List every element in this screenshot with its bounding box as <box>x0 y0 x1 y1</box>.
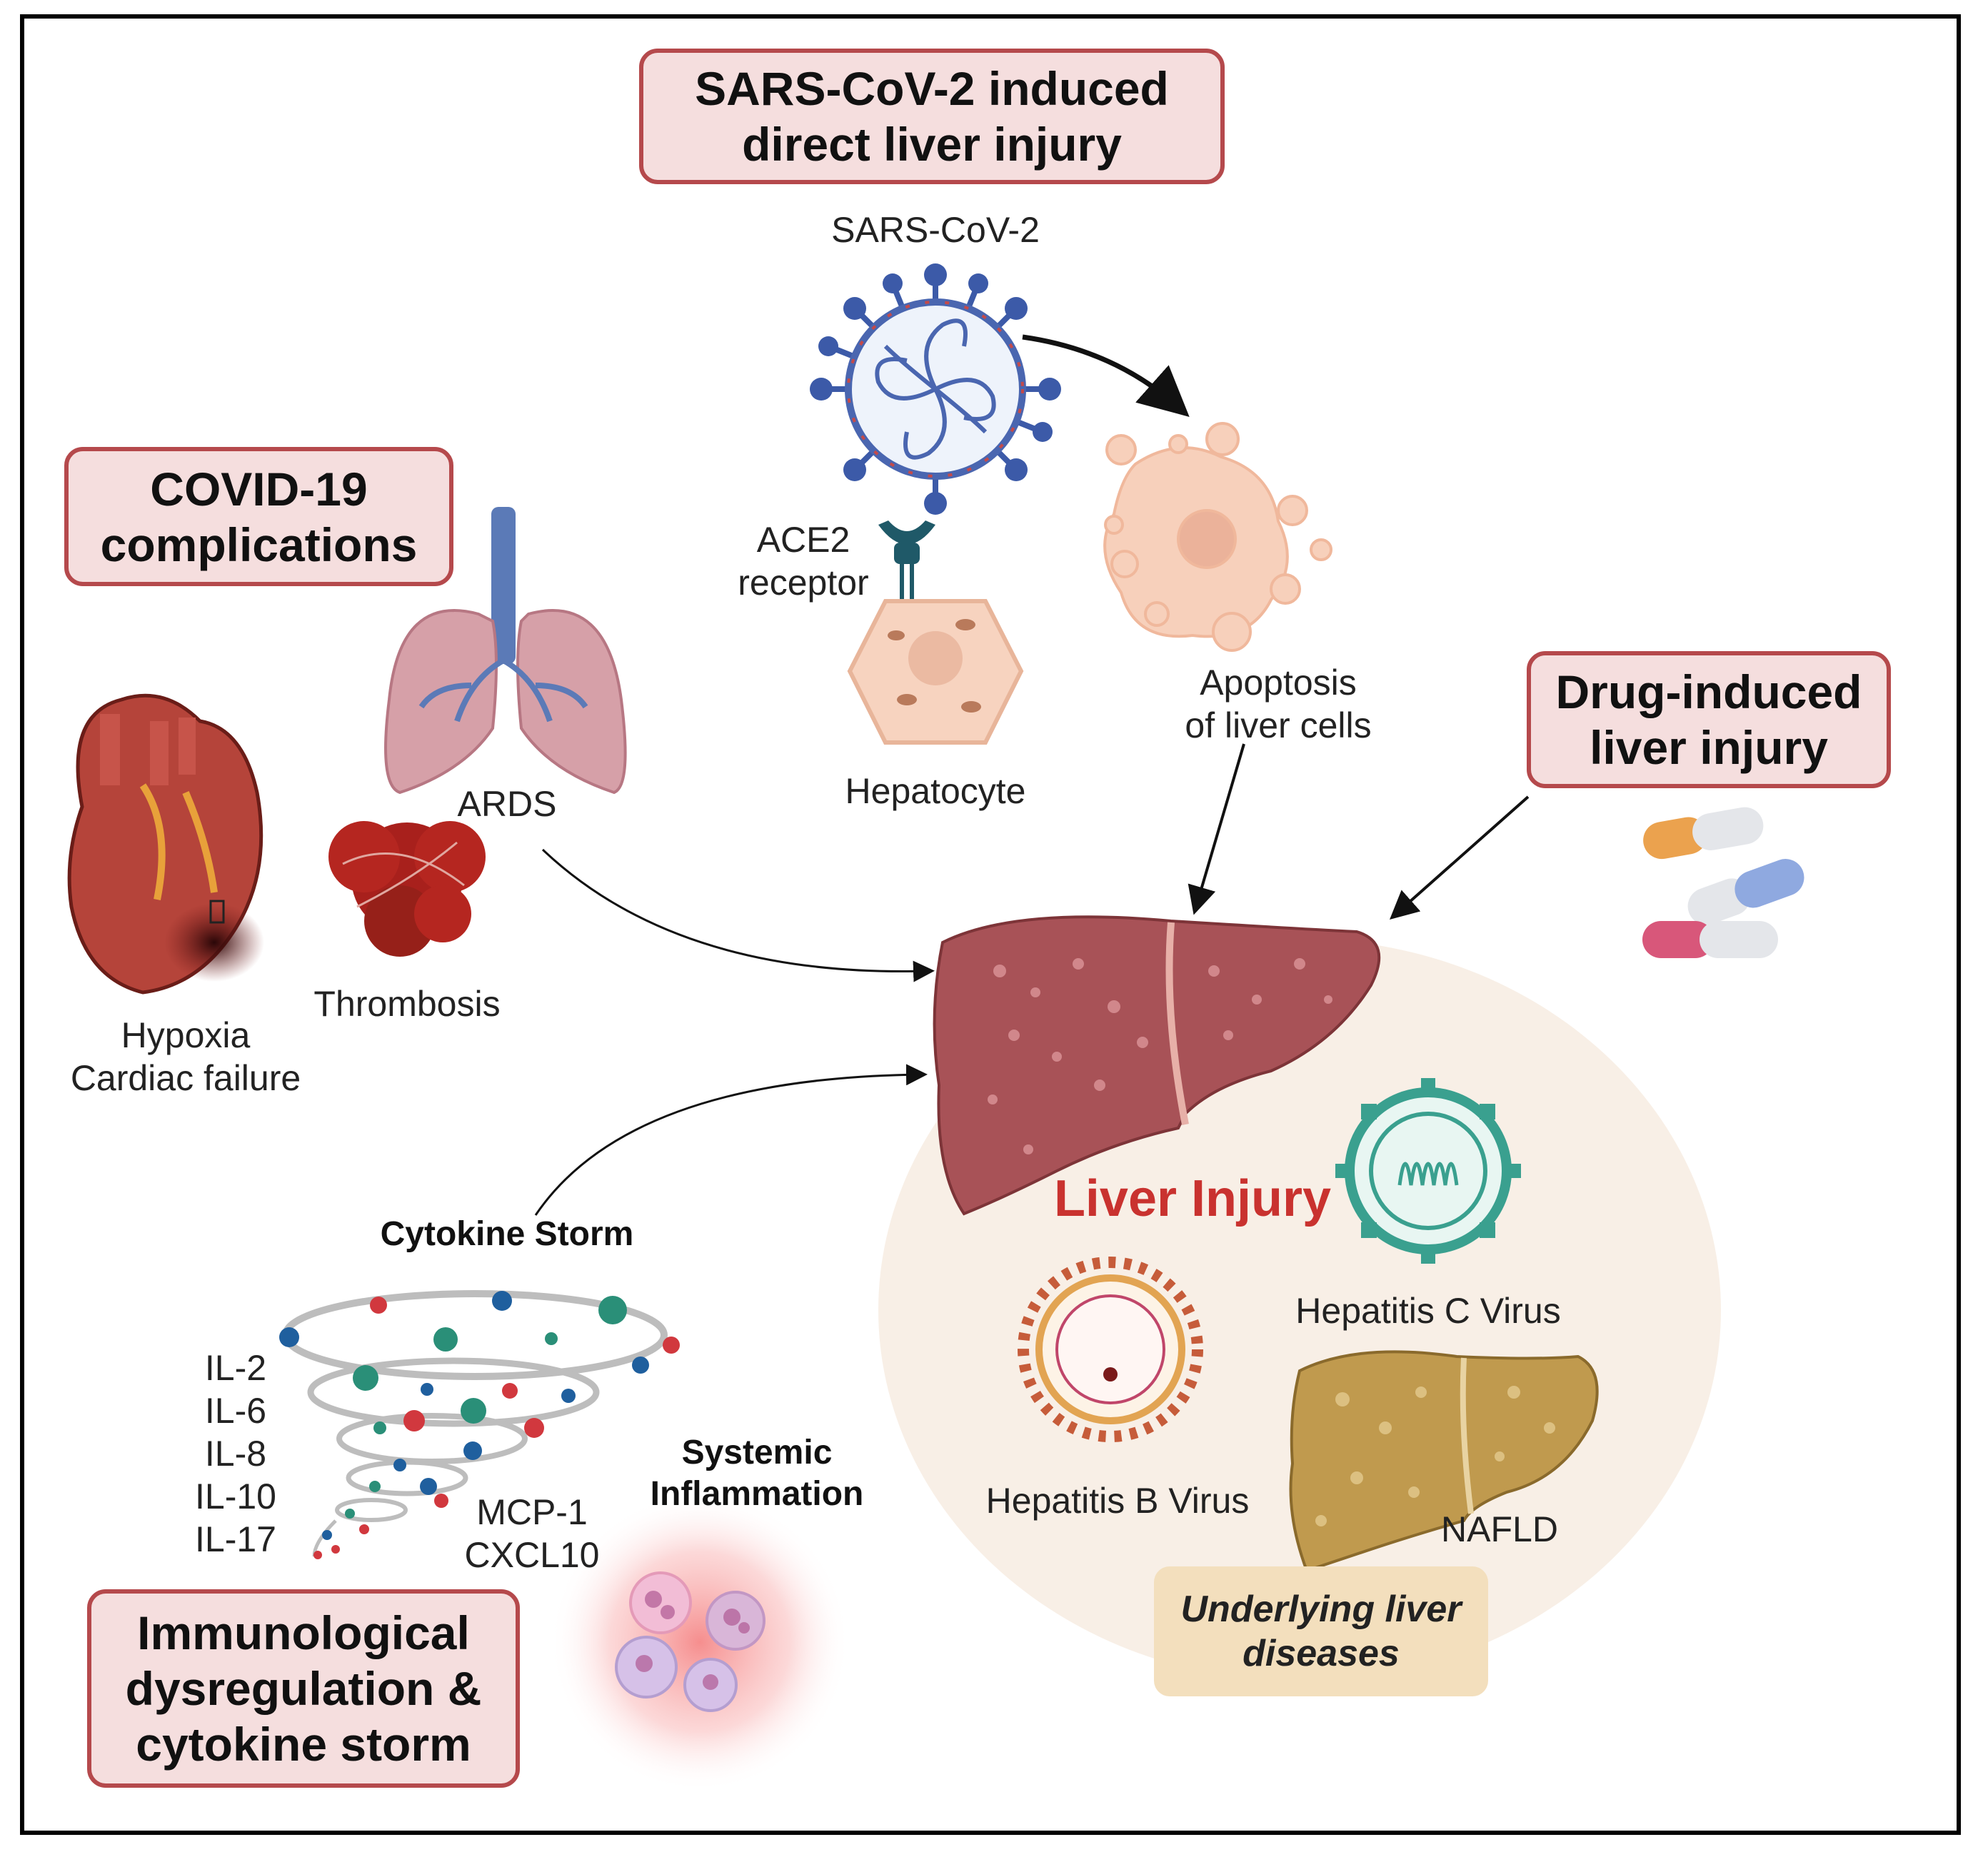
underlying-liver-diseases-box: Underlying liver diseases <box>1154 1566 1488 1696</box>
apoptosis-to-liver-arrow <box>1188 743 1245 915</box>
inflammation-cells-icon <box>550 1492 850 1792</box>
hepatitis-c-virus-icon <box>1335 1078 1521 1264</box>
cytokine-storm-label: Cytokine Storm <box>380 1215 634 1253</box>
apoptotic-cell-icon <box>1103 422 1332 652</box>
apoptosis-label: Apoptosis of liver cells <box>1185 663 1372 745</box>
hepatitis-b-virus-icon <box>1018 1257 1203 1442</box>
liver-icon <box>933 915 1381 1216</box>
lungs-icon <box>384 507 627 795</box>
thrombosis-icon <box>328 821 486 957</box>
ards-to-liver-arrow <box>541 848 935 982</box>
covid-complications-box: COVID-19 complications <box>64 447 453 586</box>
drug-induced-injury-box: Drug-induced liver injury <box>1527 651 1891 788</box>
heart-icon <box>67 693 264 995</box>
ards-label: ARDS <box>457 784 557 824</box>
ace2-receptor-icon <box>878 520 935 607</box>
chemokines-list: MCP-1 CXCL10 <box>464 1492 600 1575</box>
hepatitis-c-virus-label: Hepatitis C Virus <box>1295 1291 1561 1331</box>
nafld-liver-icon <box>1289 1350 1599 1573</box>
interleukins-list: IL-2 IL-6 IL-8 IL-10 IL-17 <box>195 1348 276 1559</box>
sars-cov-2-label: SARS-CoV-2 <box>831 210 1040 250</box>
drug-to-liver-arrow <box>1390 795 1530 920</box>
ace2-receptor-label: ACE2 receptor <box>738 520 869 603</box>
thrombosis-label: Thrombosis <box>313 984 501 1024</box>
hypoxia-cardiac-failure-label: Hypoxia Cardiac failure <box>70 1015 301 1098</box>
virus-to-apoptosis-arrow <box>1022 334 1190 417</box>
drug-capsules-icon <box>1642 807 1804 958</box>
figure-frame <box>20 14 1961 1835</box>
cytokine-to-liver-arrow <box>534 1064 928 1216</box>
systemic-inflammation-label: Systemic Inflammation <box>650 1434 864 1513</box>
sars-cov-2-virus-icon <box>810 263 1061 515</box>
direct-liver-injury-box: SARS-CoV-2 induced direct liver injury <box>639 49 1225 184</box>
hepatitis-b-virus-label: Hepatitis B Virus <box>985 1481 1250 1521</box>
immunological-dysregulation-box: Immunological dysregulation & cytokine s… <box>87 1589 520 1788</box>
hepatocyte-label: Hepatocyte <box>845 771 1026 811</box>
hepatocyte-icon <box>847 599 1024 745</box>
liver-injury-title: Liver Injury <box>1053 1170 1332 1227</box>
cytokine-particles <box>279 1291 680 1559</box>
nafld-label: NAFLD <box>1441 1509 1558 1549</box>
